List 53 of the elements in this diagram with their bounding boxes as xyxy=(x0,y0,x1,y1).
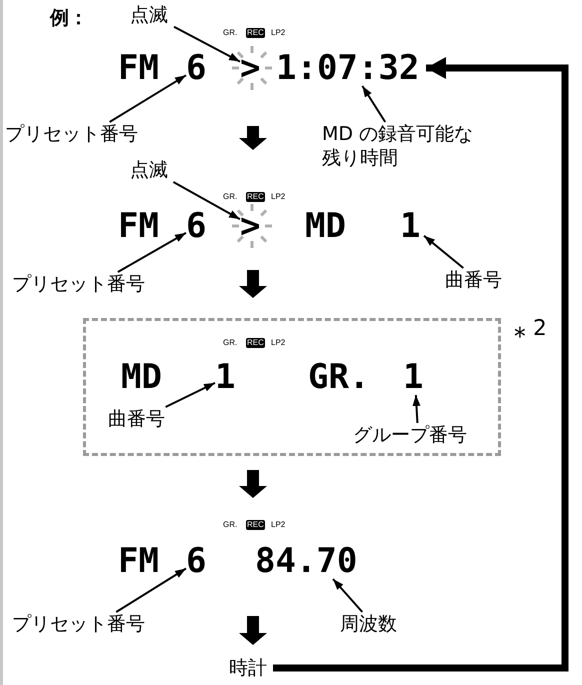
lcd-text: 84.70 xyxy=(255,543,379,579)
leader-arrow xyxy=(116,568,187,613)
lcd-text: 6 xyxy=(186,50,210,86)
indicator-label: LP2 xyxy=(270,28,286,38)
example-label: 例： xyxy=(50,6,88,30)
lcd-text: 1 xyxy=(215,359,239,395)
indicator-label: LP2 xyxy=(270,192,286,202)
leader-arrow xyxy=(174,26,240,62)
lcd-text: MD xyxy=(121,359,169,395)
callout-label: 曲番号 xyxy=(445,268,511,292)
footnote-mark: ＊$^{2}$ xyxy=(507,315,547,352)
indicator-badge: REC xyxy=(246,192,265,202)
callout-label: MD の録音可能な残り時間 xyxy=(322,122,480,172)
lcd-text: 6 xyxy=(186,543,210,579)
leader-arrow xyxy=(412,394,420,424)
lcd-text: FM xyxy=(118,50,166,86)
indicator-label: GR. xyxy=(222,338,238,348)
lcd-text: GR. xyxy=(308,359,380,395)
indicator-label: LP2 xyxy=(270,520,286,530)
indicator-label: GR. xyxy=(222,520,238,530)
leader-arrow xyxy=(165,382,216,408)
indicator-label: GR. xyxy=(222,192,238,202)
leader-arrow xyxy=(117,232,186,273)
lcd-text: FM xyxy=(118,543,166,579)
lcd-text: MD xyxy=(305,208,353,244)
lcd-text: > xyxy=(240,208,264,244)
indicator-label: LP2 xyxy=(270,338,286,348)
indicator-label: GR. xyxy=(222,28,238,38)
leader-arrow xyxy=(362,85,386,123)
callout-label: 曲番号 xyxy=(108,407,174,431)
leader-arrow xyxy=(423,235,464,269)
lcd-text: > xyxy=(240,50,264,86)
indicator-badge: REC xyxy=(246,28,265,38)
indicator-badge: REC xyxy=(246,338,265,348)
lcd-text: 1:07:32 xyxy=(276,50,426,86)
callout-label: プリセット番号 xyxy=(5,122,175,146)
callout-label: プリセット番号 xyxy=(12,612,182,636)
lcd-text: FM xyxy=(118,208,166,244)
indicator-badge: REC xyxy=(246,520,265,530)
callout-label: プリセット番号 xyxy=(12,272,182,296)
callout-label: 点滅 xyxy=(130,158,174,182)
leader-arrow xyxy=(109,74,187,123)
lcd-text: 1 xyxy=(400,208,424,244)
lcd-text: 6 xyxy=(186,208,210,244)
leader-arrow xyxy=(332,578,364,613)
callout-label: 時計 xyxy=(229,656,273,680)
callout-label: 点滅 xyxy=(130,3,174,27)
callout-label: グループ番号 xyxy=(353,423,483,447)
leader-arrow xyxy=(172,181,240,220)
callout-label: 周波数 xyxy=(340,612,406,636)
dashed-frame xyxy=(83,318,501,456)
lcd-text: 1 xyxy=(403,359,427,395)
return-arrow xyxy=(273,57,568,672)
